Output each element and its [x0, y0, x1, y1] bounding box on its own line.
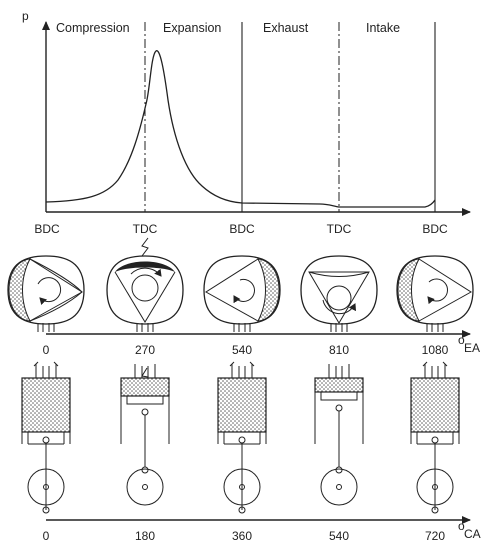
position-label-bdc-3: BDC: [422, 222, 448, 236]
piston-engine-0: [21, 361, 71, 514]
lightning-icon: [141, 237, 149, 257]
position-label-tdc-1: TDC: [133, 222, 158, 236]
ea-tick-1080: 1080: [422, 343, 449, 357]
rotary-engine-1080: [396, 255, 474, 332]
phase-label-intake: Intake: [366, 21, 400, 35]
rotary-engine-270: [106, 237, 184, 332]
ca-unit-label: CA: [464, 527, 481, 541]
circular-arrow-icon: [130, 267, 162, 277]
ca-tick-360: 360: [232, 529, 252, 543]
pressure-curve: [45, 50, 436, 208]
ea-tick-270: 270: [135, 343, 155, 357]
piston-engine-row: 0 180 360 540 720 o CA: [21, 361, 481, 543]
position-label-tdc-2: TDC: [327, 222, 352, 236]
position-label-bdc-2: BDC: [229, 222, 255, 236]
pressure-diagram: p Compression Expansion Exhaust Intake B…: [22, 9, 471, 236]
phase-label-expansion: Expansion: [163, 21, 221, 35]
circular-arrow-icon: [427, 278, 448, 305]
ca-tick-180: 180: [135, 529, 155, 543]
position-label-bdc-1: BDC: [34, 222, 60, 236]
rotary-engine-row: 0 270 540 810 1080 o EA: [7, 237, 480, 357]
ea-unit-label: EA: [464, 341, 480, 355]
phase-label-compression: Compression: [56, 21, 130, 35]
phase-label-exhaust: Exhaust: [263, 21, 309, 35]
rotary-engine-0: [7, 255, 85, 332]
ea-unit-degree: o: [458, 333, 465, 347]
circular-arrow-icon: [37, 277, 62, 306]
circular-arrow-icon: [322, 299, 357, 315]
ca-tick-720: 720: [425, 529, 445, 543]
piston-engine-360: [217, 361, 267, 514]
circular-arrow-icon: [233, 278, 255, 304]
rotary-engine-540: [203, 255, 281, 332]
ca-unit-degree: o: [458, 519, 465, 533]
ea-tick-540: 540: [232, 343, 252, 357]
ea-tick-0: 0: [43, 343, 50, 357]
ea-tick-810: 810: [329, 343, 349, 357]
pressure-axis-label: p: [22, 9, 29, 23]
piston-engine-540: [314, 364, 364, 506]
piston-engine-720: [410, 361, 460, 514]
ca-tick-540: 540: [329, 529, 349, 543]
ca-tick-0: 0: [43, 529, 50, 543]
piston-engine-180: [120, 364, 170, 506]
rotary-engine-810: [300, 255, 378, 332]
